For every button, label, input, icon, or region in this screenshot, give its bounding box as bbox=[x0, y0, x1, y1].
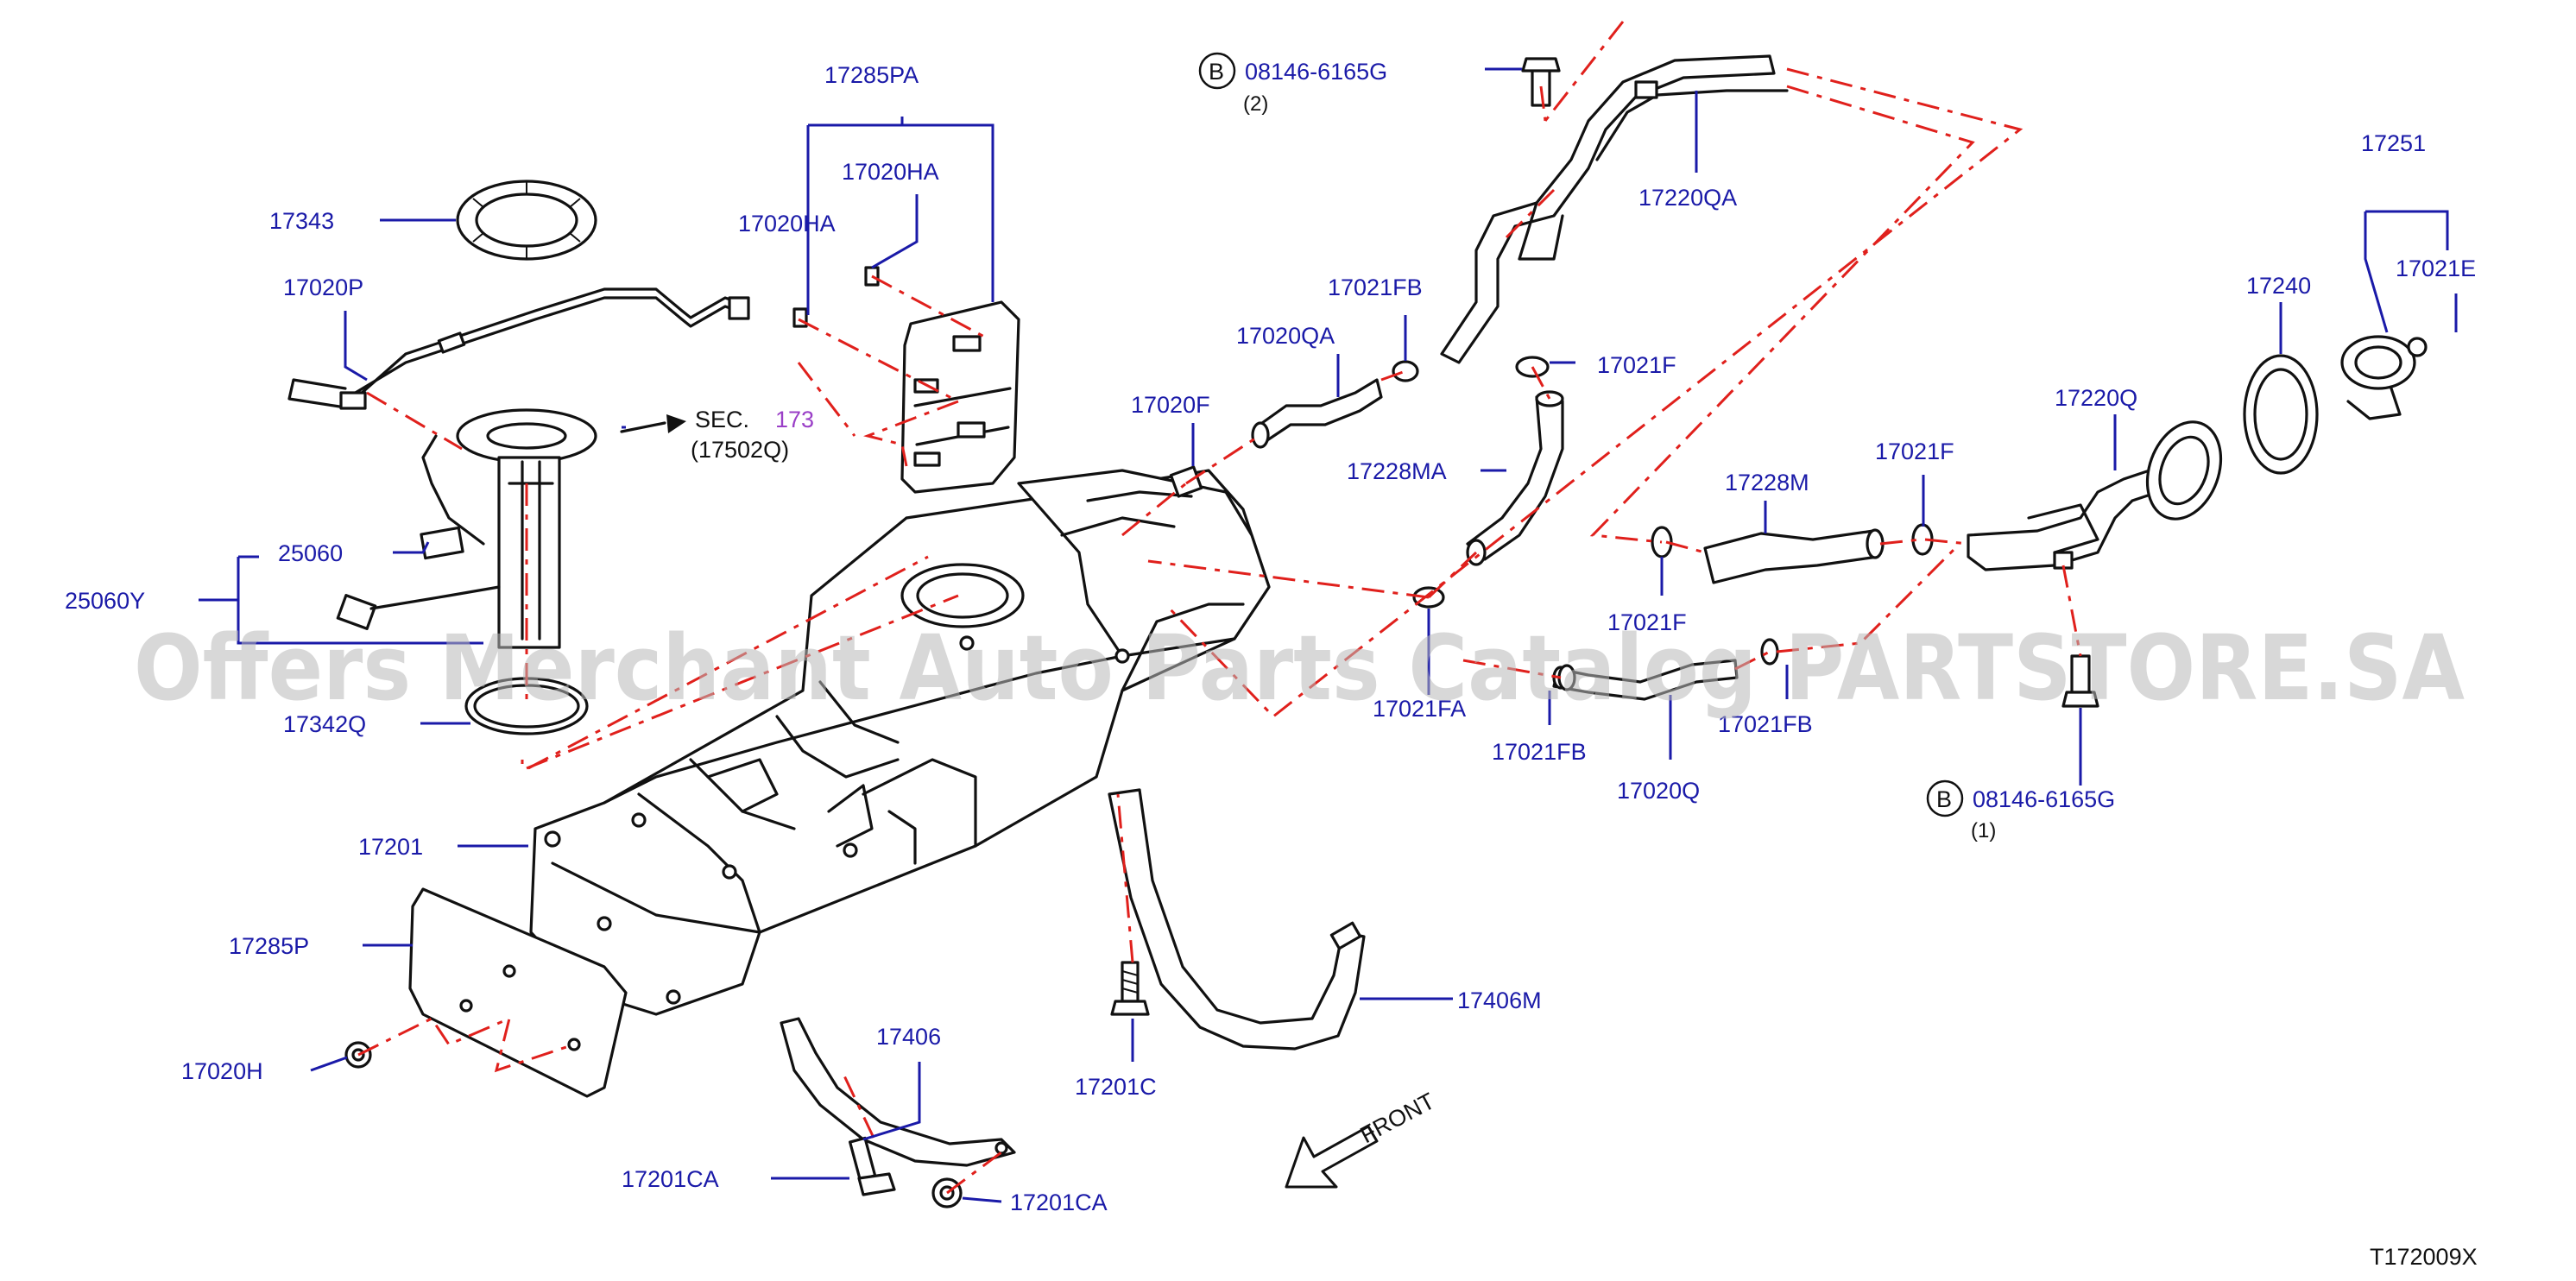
svg-text:(1): (1) bbox=[1971, 819, 1996, 842]
svg-text:08146-6165G: 08146-6165G bbox=[1245, 59, 1387, 85]
label-17020F[interactable]: 17020F bbox=[1131, 392, 1210, 418]
tank-band-17406M[interactable] bbox=[1108, 788, 1366, 1051]
label-17406M[interactable]: 17406M bbox=[1457, 988, 1542, 1013]
svg-text:B: B bbox=[1209, 59, 1224, 85]
svg-text:(17502Q): (17502Q) bbox=[691, 437, 789, 463]
svg-text:B: B bbox=[1936, 786, 1952, 812]
hose-17228MA[interactable] bbox=[1466, 390, 1564, 566]
label-17021FA[interactable]: 17021FA bbox=[1373, 696, 1466, 722]
label-17220Q[interactable]: 17220Q bbox=[2055, 385, 2137, 411]
fuel-tank[interactable] bbox=[529, 469, 1271, 1016]
label-17406[interactable]: 17406 bbox=[876, 1024, 941, 1050]
protector-17285P[interactable] bbox=[408, 887, 628, 1098]
label-17021FB-c[interactable]: 17021FB bbox=[1718, 711, 1813, 737]
hose-17228M[interactable] bbox=[1703, 528, 1885, 584]
label-25060[interactable]: 25060 bbox=[278, 540, 343, 566]
label-17021FB-a[interactable]: 17021FB bbox=[1328, 274, 1423, 300]
sec-reference[interactable]: SEC. 173 (17502Q) bbox=[691, 407, 814, 463]
filler-tube-17220Q[interactable] bbox=[1967, 412, 2233, 571]
label-17021E[interactable]: 17021E bbox=[2396, 256, 2476, 281]
phantom-lines bbox=[357, 21, 2082, 1195]
svg-text:173: 173 bbox=[775, 407, 814, 432]
label-17228M[interactable]: 17228M bbox=[1725, 470, 1809, 495]
label-17201[interactable]: 17201 bbox=[358, 834, 423, 860]
label-17201C[interactable]: 17201C bbox=[1075, 1074, 1157, 1100]
hose-17020QA[interactable] bbox=[1251, 378, 1383, 449]
label-17201CA-b[interactable]: 17201CA bbox=[1010, 1190, 1108, 1215]
label-17020QA[interactable]: 17020QA bbox=[1236, 323, 1335, 349]
label-17343[interactable]: 17343 bbox=[269, 208, 334, 234]
svg-text:(2): (2) bbox=[1243, 92, 1268, 116]
label-17285P[interactable]: 17285P bbox=[229, 933, 309, 959]
diagram-id: T172009X bbox=[2370, 1244, 2478, 1270]
watermark: Offers Merchant Auto Parts Catalog PARTS… bbox=[134, 615, 2465, 721]
svg-text:SEC.: SEC. bbox=[695, 407, 749, 432]
leader-lines bbox=[199, 67, 2458, 1203]
ring-17240[interactable] bbox=[2243, 354, 2319, 475]
label-17285PA[interactable]: 17285PA bbox=[824, 62, 919, 88]
filler-cap-17251[interactable] bbox=[2340, 335, 2416, 420]
lock-ring-17343[interactable] bbox=[456, 180, 597, 261]
label-17020HA-b[interactable]: 17020HA bbox=[738, 211, 836, 237]
label-17020HA-a[interactable]: 17020HA bbox=[842, 159, 939, 185]
sec-arrow bbox=[620, 414, 686, 433]
filler-tube-17220QA[interactable] bbox=[1440, 54, 1789, 364]
fuel-pump-assembly[interactable] bbox=[287, 287, 750, 649]
label-17201CA-a[interactable]: 17201CA bbox=[622, 1166, 719, 1192]
label-17251[interactable]: 17251 bbox=[2361, 130, 2426, 156]
bolt-17201C[interactable] bbox=[1110, 961, 1150, 1016]
label-17228MA[interactable]: 17228MA bbox=[1347, 458, 1447, 484]
label-17021FB-b[interactable]: 17021FB bbox=[1492, 739, 1587, 765]
svg-text:FRONT: FRONT bbox=[1356, 1088, 1439, 1148]
label-17342Q[interactable]: 17342Q bbox=[283, 711, 366, 737]
bolt-ref-top[interactable]: B 08146-6165G (2) bbox=[1198, 52, 1387, 116]
label-17021F-a[interactable]: 17021F bbox=[1597, 352, 1676, 378]
label-17020P[interactable]: 17020P bbox=[283, 274, 363, 300]
label-17020Q[interactable]: 17020Q bbox=[1617, 778, 1700, 804]
bolt-08146-6165G-top[interactable] bbox=[1521, 57, 1561, 107]
tank-band-17406[interactable] bbox=[780, 1017, 1016, 1167]
label-17021F-b[interactable]: 17021F bbox=[1607, 609, 1687, 635]
protector-17285PA[interactable] bbox=[792, 266, 1020, 494]
front-indicator: FRONT bbox=[1285, 1088, 1439, 1189]
label-17020H[interactable]: 17020H bbox=[181, 1058, 263, 1084]
clamp-17021FB-top[interactable] bbox=[1392, 360, 1419, 382]
tether-17021E[interactable] bbox=[2407, 337, 2428, 357]
bolt-ref-bottom[interactable]: B 08146-6165G (1) bbox=[1926, 779, 2115, 842]
label-25060Y[interactable]: 25060Y bbox=[65, 588, 145, 614]
bolt-17201CA-a[interactable] bbox=[849, 1136, 896, 1196]
label-17240[interactable]: 17240 bbox=[2246, 273, 2311, 299]
label-17220QA[interactable]: 17220QA bbox=[1638, 185, 1737, 211]
svg-text:08146-6165G: 08146-6165G bbox=[1973, 786, 2115, 812]
label-17021F-c[interactable]: 17021F bbox=[1875, 439, 1954, 464]
